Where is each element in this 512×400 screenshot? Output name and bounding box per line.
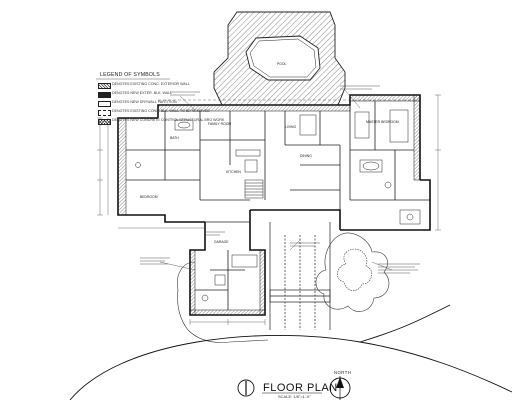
legend-title: LEGEND OF SYMBOLS: [100, 72, 160, 78]
driveway: [269, 222, 331, 330]
drawing-title: FLOOR PLAN: [263, 382, 338, 394]
room-label-kitchen: KITCHEN: [226, 170, 241, 174]
dimension-lines: [97, 94, 441, 325]
legend-swatch: [98, 101, 111, 107]
legend-entry: DENOTES NEW DRYWALL PARTITION: [98, 100, 218, 107]
room-label-dining: DINING: [300, 154, 312, 158]
street-curve: [69, 304, 512, 400]
pool-deck: [213, 11, 346, 106]
site-outline-left: [177, 261, 269, 343]
legend-label: DENOTES NEW DRYWALL PARTITION: [112, 100, 177, 104]
room-label-pool: POOL: [277, 62, 287, 66]
note-text-blocks: [140, 85, 420, 274]
legend-label: DENOTES NEW CONCRETE CONTROL STRUCTURAL …: [112, 118, 225, 122]
legend-label: DENOTES NEW EXTER. BLK. WALL: [112, 91, 173, 95]
north-label: NORTH: [334, 370, 352, 375]
room-label-garage: GARAGE: [214, 240, 229, 244]
room-label-living: LIVING: [285, 125, 297, 129]
legend-swatch: [98, 110, 111, 116]
legend-swatch: [98, 92, 111, 98]
fixtures: [135, 109, 421, 302]
legend-entry: DENOTES NEW EXTER. BLK. WALL: [98, 91, 218, 98]
legend-swatch: [98, 119, 111, 125]
legend-swatch: [98, 83, 111, 89]
legend-entry: DENOTES NEW CONCRETE CONTROL STRUCTURAL …: [98, 118, 224, 125]
legend-label: DENOTES EXISTING CONC. EXTERIOR WALL: [112, 82, 190, 86]
interior-partitions: [126, 101, 430, 310]
room-label-family: FAMILY ROOM: [208, 122, 232, 126]
room-label-bath: BATH: [170, 136, 179, 140]
legend-entry: DENOTES EXISTING CONC. EXTERIOR WALL: [98, 82, 218, 89]
legend-entry: DENOTES EXISTING CONC. BLK. WALL TO BE R…: [98, 109, 218, 116]
room-label-bedroom: BEDROOM: [140, 195, 158, 199]
title-marker: [237, 379, 255, 397]
drawing-scale: SCALE: 1/8"=1'-0": [278, 394, 311, 399]
stair: [244, 179, 264, 199]
legend-label: DENOTES EXISTING CONC. BLK. WALL TO BE R…: [112, 109, 210, 113]
landscape-outline: [315, 232, 390, 312]
note-leaders: [159, 89, 393, 271]
room-label-master: MASTER BEDROOM: [366, 120, 399, 124]
north-arrow: [329, 376, 351, 400]
